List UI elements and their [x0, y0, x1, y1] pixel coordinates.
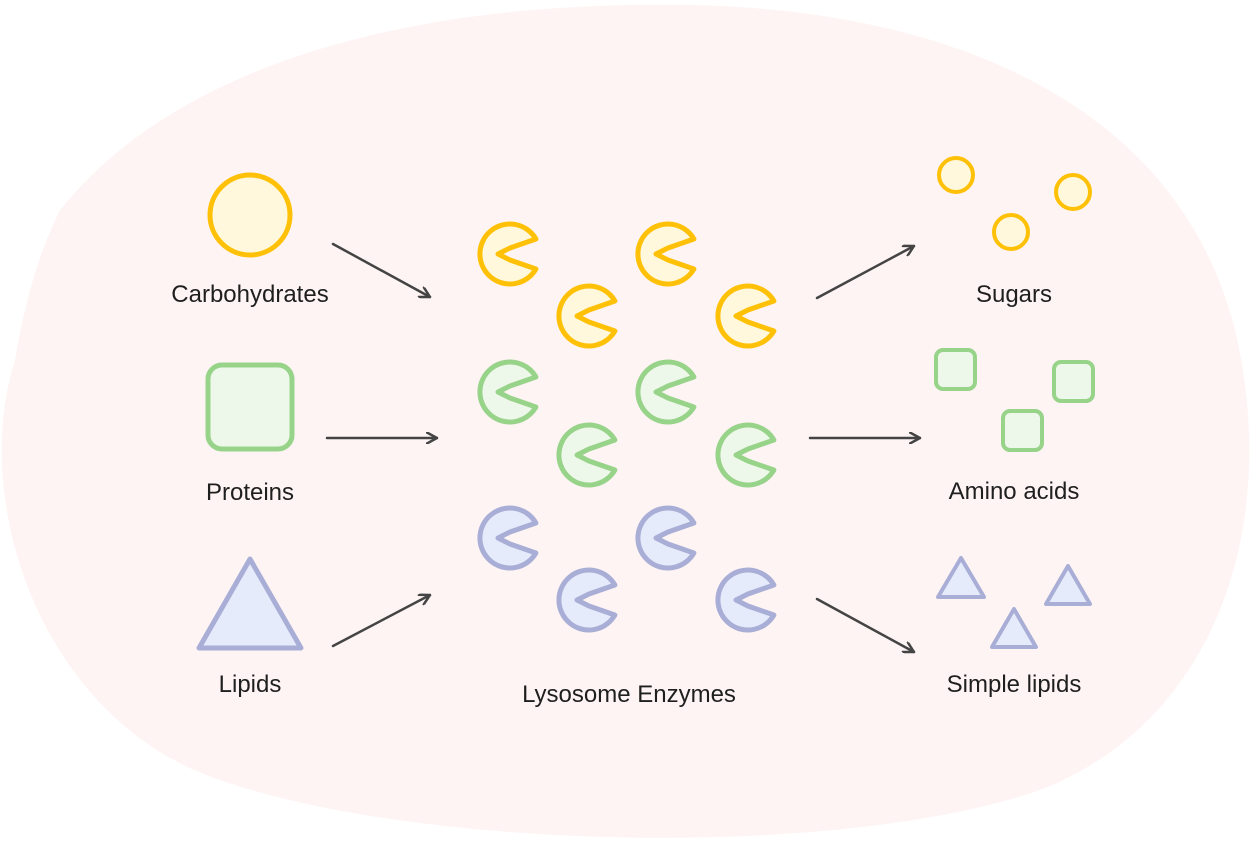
sugar-molecule: [992, 213, 1030, 251]
simple-lipid-molecule: [1044, 564, 1092, 606]
simple-lipid-molecules: [936, 556, 1092, 649]
amino-acid-molecule: [1052, 360, 1095, 403]
carbohydrates-label: Carbohydrates: [171, 281, 328, 308]
amino-acid-molecules: [934, 348, 1095, 452]
amino-acid-molecule: [934, 348, 977, 391]
sugars-label: Sugars: [976, 281, 1052, 308]
simple-lipids-label: Simple lipids: [947, 671, 1082, 698]
sugar-molecule: [937, 156, 975, 194]
lysosome-enzymes-label: Lysosome Enzymes: [522, 681, 736, 708]
sugar-molecules: [937, 156, 1092, 251]
proteins-label: Proteins: [206, 479, 294, 506]
protein-molecule: [205, 362, 295, 452]
simple-lipid-molecule: [936, 556, 986, 599]
lysosome-cell-background: [1, 4, 1250, 838]
enzymes-to-sugars-arrow: [815, 246, 916, 300]
carbohydrate-molecule: [207, 172, 293, 258]
amino-acids-label: Amino acids: [949, 478, 1080, 505]
lipids-label: Lipids: [219, 671, 282, 698]
sugar-molecule: [1054, 173, 1092, 211]
simple-lipid-molecule: [990, 607, 1038, 649]
enzymes-to-simple-lipids-arrow: [815, 597, 916, 654]
amino-acid-molecule: [1001, 409, 1044, 452]
carbohydrates-to-enzymes-arrow: [331, 242, 432, 299]
lipids-to-enzymes-arrow: [331, 595, 432, 648]
lipid-molecule: [196, 556, 304, 651]
